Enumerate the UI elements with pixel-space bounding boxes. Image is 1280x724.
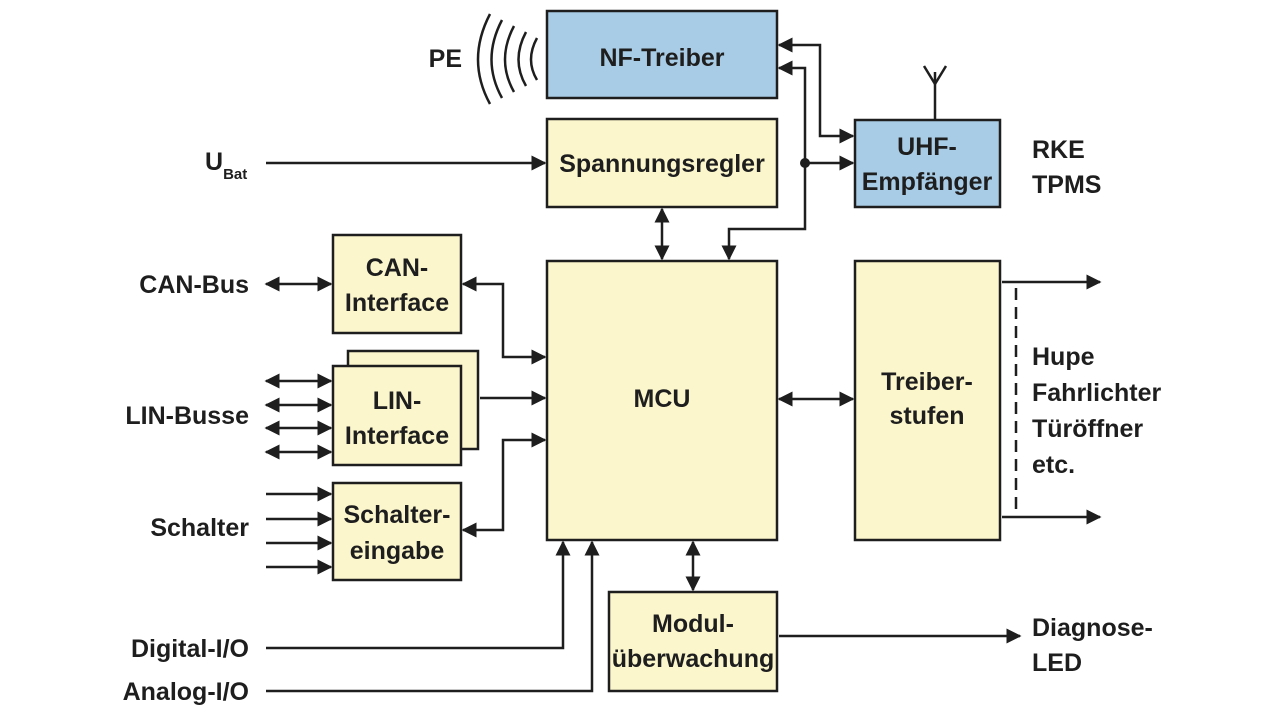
nf-treiber-block	[545, 9, 779, 100]
uhf-mcu-arrow	[721, 163, 807, 261]
rke-label: RKE	[1032, 136, 1085, 164]
schalter-eingabe-block	[331, 481, 463, 582]
uhf-empfaenger-block	[853, 118, 1002, 209]
lin-busse-label: LIN-Busse	[125, 402, 249, 430]
digital-io-arrow	[266, 540, 571, 650]
can-interface-block	[331, 233, 463, 335]
digital-io-label: Digital-I/O	[131, 635, 249, 663]
output-fahrlichter: Fahrlichter	[1032, 379, 1161, 407]
spannungsregler-text: Spannungsregler	[559, 150, 765, 178]
can-mcu-arrow	[461, 276, 547, 365]
spannungsregler-block	[545, 117, 779, 209]
lin-interface-block	[331, 364, 463, 467]
mcu-text: MCU	[634, 385, 691, 413]
tpms-label: TPMS	[1032, 171, 1101, 199]
schalter-text-2: eingabe	[350, 537, 445, 565]
antenna-icon	[922, 65, 948, 120]
modulueberwachung-block	[607, 590, 779, 693]
lin-text-1: LIN-	[373, 387, 422, 415]
modul-text-1: Modul-	[652, 610, 734, 638]
treiber-text-2: stufen	[890, 402, 965, 430]
diagnose-label-2: LED	[1032, 649, 1082, 677]
uhf-text-2: Empfänger	[862, 168, 993, 196]
can-text-2: Interface	[345, 289, 449, 317]
analog-io-label: Analog-I/O	[123, 678, 249, 706]
uhf-text-1: UHF-	[897, 133, 957, 161]
analog-io-arrow	[266, 540, 600, 693]
ubat-label: UBat	[205, 148, 247, 183]
pe-wave-icon	[476, 13, 539, 105]
output-hupe: Hupe	[1032, 343, 1095, 371]
lin-text-2: Interface	[345, 422, 449, 450]
diagnose-label-1: Diagnose-	[1032, 614, 1153, 642]
schalter-label: Schalter	[150, 514, 249, 542]
pe-label: PE	[429, 45, 462, 73]
can-text-1: CAN-	[366, 254, 429, 282]
modul-text-2: überwachung	[612, 645, 775, 673]
schalter-text-1: Schalter-	[344, 501, 451, 529]
treiber-text-1: Treiber-	[881, 368, 973, 396]
nf-treiber-text: NF-Treiber	[599, 44, 724, 72]
can-bus-label: CAN-Bus	[139, 271, 249, 299]
output-etc: etc.	[1032, 451, 1075, 479]
schalter-mcu-arrow	[461, 432, 547, 538]
output-tueroeffner: Türöffner	[1032, 415, 1143, 443]
treiberstufen-block	[853, 259, 1002, 542]
uhf-nf-arrow-2	[777, 60, 855, 171]
uhf-nf-arrow-1	[777, 37, 855, 144]
mcu-block	[545, 259, 779, 542]
